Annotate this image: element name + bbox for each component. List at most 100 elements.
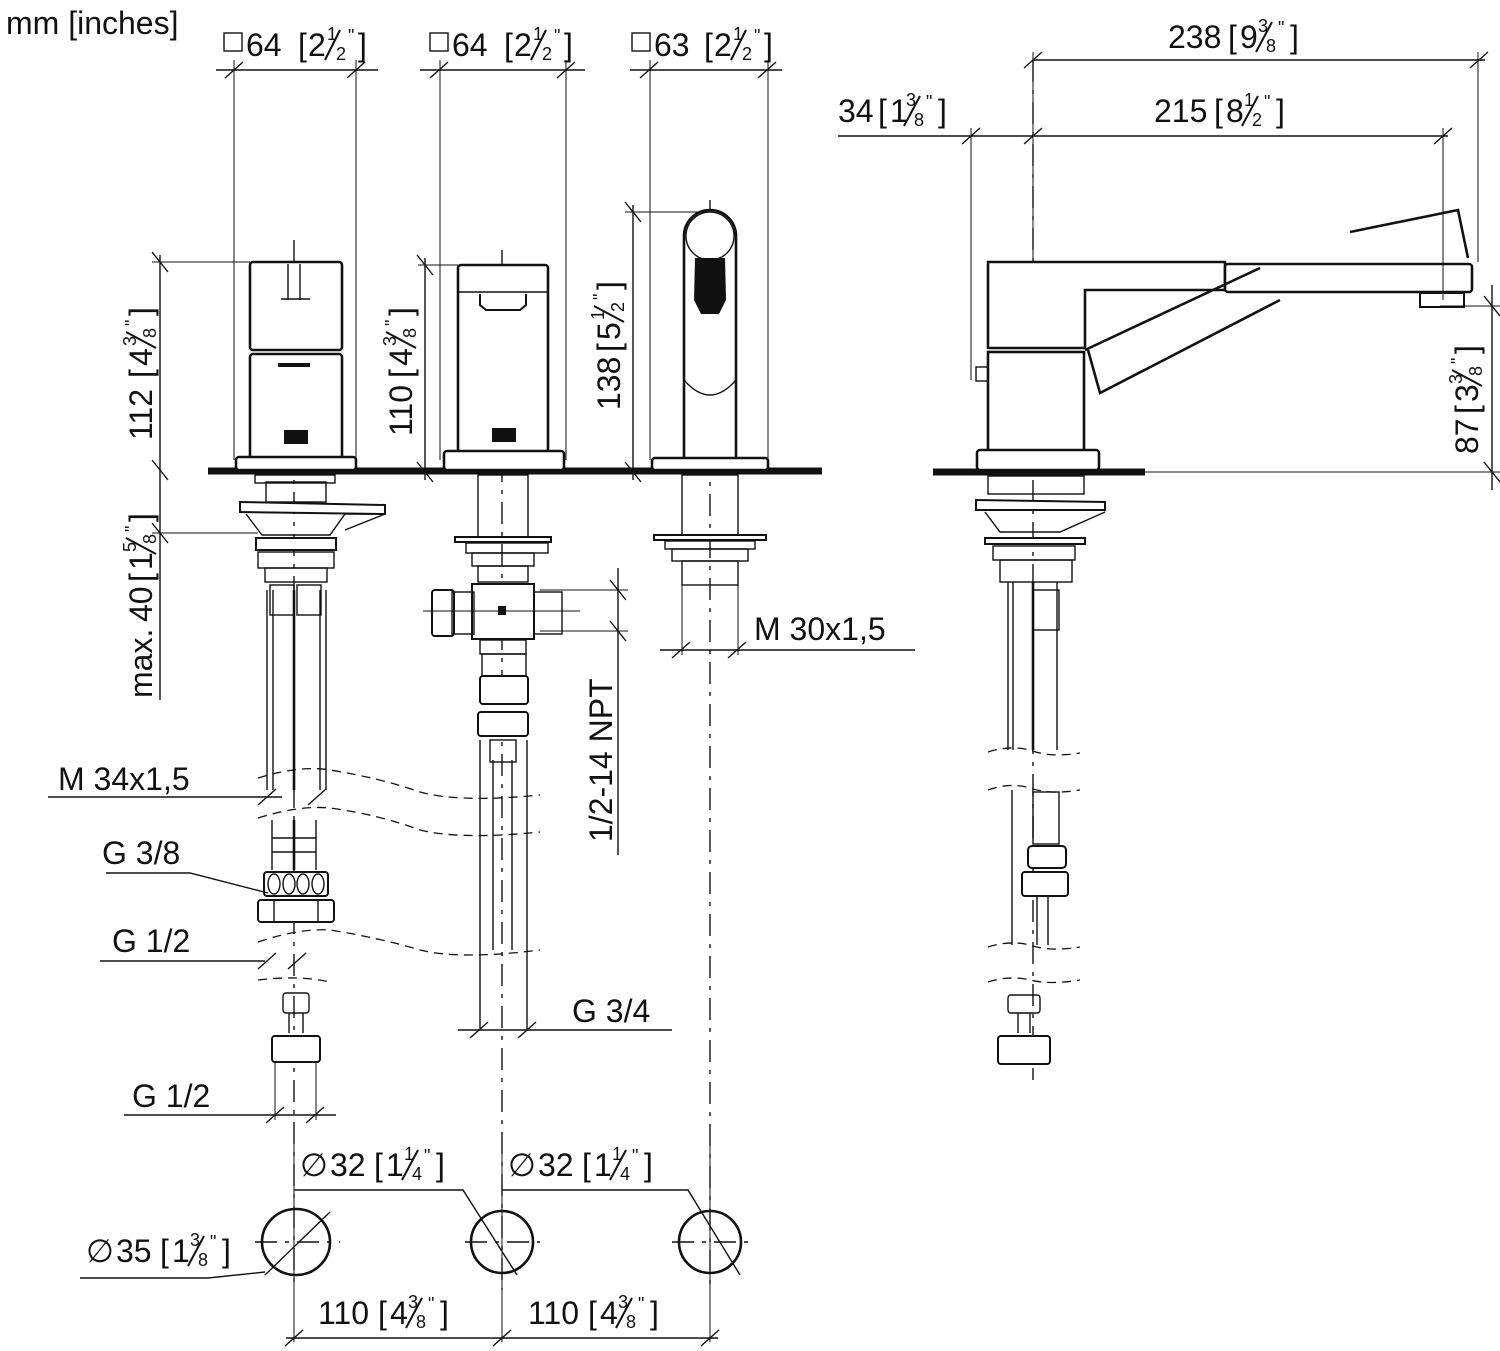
svg-text:": " <box>632 1146 638 1166</box>
svg-text:1: 1 <box>327 24 337 44</box>
svg-text:": " <box>1278 18 1284 38</box>
svg-text:]: ] <box>123 307 159 316</box>
svg-text:1: 1 <box>612 1144 622 1164</box>
svg-text:G 3/8: G 3/8 <box>102 835 180 871</box>
svg-text:": " <box>926 92 932 112</box>
svg-text:∅: ∅ <box>86 1233 114 1269</box>
svg-text:8: 8 <box>914 110 924 130</box>
svg-text:2: 2 <box>336 44 346 64</box>
dim-m34-thread: M 34x1,5 <box>48 761 327 806</box>
svg-text:4: 4 <box>390 1295 408 1331</box>
svg-text:3: 3 <box>408 1292 418 1312</box>
square-symbol-icon <box>223 32 243 52</box>
svg-text:]: ] <box>644 1147 653 1183</box>
svg-text:]: ] <box>564 27 573 63</box>
pipe-break-lines <box>257 768 541 983</box>
svg-text:3: 3 <box>190 1230 200 1250</box>
svg-text:]: ] <box>440 1295 449 1331</box>
svg-text:32: 32 <box>538 1147 574 1183</box>
svg-text:1: 1 <box>404 1144 414 1164</box>
svg-text:[: [ <box>1449 405 1485 414</box>
svg-text:3: 3 <box>906 90 916 110</box>
svg-text:2: 2 <box>608 302 628 312</box>
svg-text:4: 4 <box>383 348 419 366</box>
svg-text:max.: max. <box>123 629 159 698</box>
svg-text:]: ] <box>1276 93 1285 129</box>
svg-text:112: 112 <box>123 389 159 440</box>
svg-text:M 30x1,5: M 30x1,5 <box>754 611 886 647</box>
faucet-side-view <box>975 52 1474 1080</box>
dim-g12-upper-thread: G 1/2 <box>100 923 307 970</box>
svg-text:]: ] <box>1449 345 1485 354</box>
svg-text:8: 8 <box>140 328 160 338</box>
svg-text:4: 4 <box>412 1164 422 1184</box>
svg-text:1: 1 <box>172 1233 190 1269</box>
svg-text:4: 4 <box>620 1164 630 1184</box>
svg-text:]: ] <box>358 27 367 63</box>
svg-text:3: 3 <box>1258 16 1268 36</box>
dim-overall-length: 238 [ 9 3 8 " ] <box>1023 16 1489 262</box>
svg-text:[: [ <box>504 27 513 63</box>
dim-width-mixer-left: 64 [ 2 1 2 " ] <box>216 24 378 460</box>
mixer-mid-front <box>423 250 580 1290</box>
svg-text:": " <box>122 526 142 532</box>
svg-text:64: 64 <box>452 27 488 63</box>
svg-text:8: 8 <box>416 1312 426 1332</box>
deck-holes <box>80 1140 748 1342</box>
spout-front <box>650 200 770 1290</box>
dim-g38-thread: G 3/8 <box>102 835 269 894</box>
svg-text:32: 32 <box>330 1147 366 1183</box>
dim-reach: 215 [ 8 1 2 " ] <box>1154 90 1285 130</box>
svg-text:1: 1 <box>123 552 159 570</box>
svg-text:1: 1 <box>594 1147 612 1183</box>
svg-text:]: ] <box>383 307 419 316</box>
svg-text:4: 4 <box>600 1295 618 1331</box>
svg-text:8: 8 <box>1466 366 1486 376</box>
svg-text:M 34x1,5: M 34x1,5 <box>58 761 190 797</box>
svg-text:8: 8 <box>1266 36 1276 56</box>
svg-text:40: 40 <box>123 586 159 622</box>
svg-text:3: 3 <box>380 336 400 346</box>
svg-text:]: ] <box>650 1295 659 1331</box>
dim-width-spout: 63 [ 2 1 2 " ] <box>630 24 782 460</box>
dim-height-mixer-mid: 110 [ 4 3 8 " ] <box>380 254 458 483</box>
dim-height-spout: 138 [ 5 1 2 " ] <box>588 201 710 483</box>
svg-text:[: [ <box>123 573 159 582</box>
svg-text:4: 4 <box>123 348 159 366</box>
svg-text:": " <box>754 26 760 46</box>
svg-text:3: 3 <box>120 336 140 346</box>
svg-text:34: 34 <box>838 93 874 129</box>
svg-text:1: 1 <box>533 24 543 44</box>
svg-text:2: 2 <box>714 27 732 63</box>
dim-hole-mid: ∅ 32 [ 1 1 4 " ] <box>300 1144 445 1184</box>
svg-text:110: 110 <box>528 1295 579 1331</box>
svg-text:": " <box>1264 92 1270 112</box>
dim-height-mixer-left: 112 [ 4 3 8 " ] max. 40 [ 1 5 8 " ] <box>120 251 258 700</box>
svg-text:": " <box>122 320 142 326</box>
svg-text:35: 35 <box>116 1233 152 1269</box>
dim-outlet-height: 87 [ 3 3 8 " ] <box>1145 285 1500 490</box>
svg-text:": " <box>348 26 354 46</box>
svg-text:": " <box>1448 358 1468 364</box>
svg-text:G 3/4: G 3/4 <box>572 993 650 1029</box>
svg-text:]: ] <box>591 281 627 290</box>
svg-text:∅: ∅ <box>300 1147 328 1183</box>
dim-g12-lower-thread: G 1/2 <box>124 1062 336 1124</box>
svg-text:": " <box>638 1294 644 1314</box>
svg-text:8: 8 <box>1226 93 1244 129</box>
dim-m30-thread: M 30x1,5 <box>660 611 915 659</box>
svg-text:110: 110 <box>383 385 419 436</box>
square-symbol-icon <box>429 32 449 52</box>
svg-text:2: 2 <box>742 44 752 64</box>
svg-text:[: [ <box>298 27 307 63</box>
svg-text:87: 87 <box>1449 418 1485 454</box>
dim-g34-thread: G 3/4 <box>458 993 672 1039</box>
svg-text:8: 8 <box>626 1312 636 1332</box>
svg-text:1: 1 <box>386 1147 404 1183</box>
dim-hole-spacing: 110 [ 4 3 8 " ] 110 [ 4 3 8 " ] <box>284 1292 720 1347</box>
svg-text:[: [ <box>374 1147 383 1183</box>
svg-text:]: ] <box>436 1147 445 1183</box>
svg-text:63: 63 <box>654 27 690 63</box>
svg-text:": " <box>590 294 610 300</box>
